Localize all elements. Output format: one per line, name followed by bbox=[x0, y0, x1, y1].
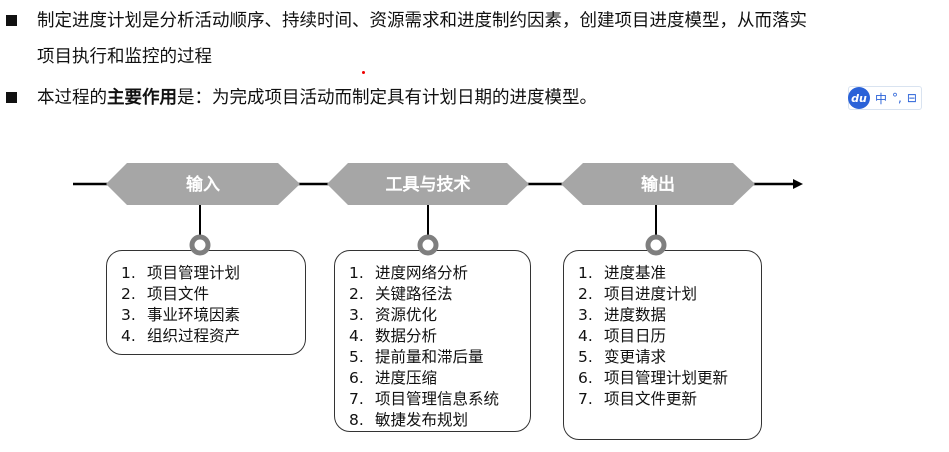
item-number: 3. bbox=[349, 306, 364, 324]
list-item: 5. 变更请求 bbox=[578, 347, 751, 368]
item-number: 6. bbox=[578, 369, 593, 387]
item-text: 项目管理计划 bbox=[147, 264, 241, 282]
stage-label-tools: 工具与技术 bbox=[386, 174, 471, 195]
red-dot-mark bbox=[362, 71, 365, 74]
bullet-text-line2: 项目执行和监控的过程 bbox=[37, 47, 212, 67]
item-text: 进度压缩 bbox=[375, 369, 438, 387]
flow-arrow-icon bbox=[793, 179, 803, 189]
item-text: 项目管理信息系统 bbox=[375, 390, 500, 408]
list-item: 4. 项目日历 bbox=[578, 326, 751, 347]
item-text: 组织过程资产 bbox=[147, 327, 241, 345]
purpose-bold: 主要作用 bbox=[107, 88, 177, 108]
item-number: 2. bbox=[121, 285, 136, 303]
tools-box: 1. 进度网络分析 2. 关键路径法 3. 资源优化 4. 数据分析 5. 提前量和滞后量 6. 进度… bbox=[334, 250, 531, 432]
list-item: 8. 敏捷发布规划 bbox=[349, 410, 520, 431]
input-box: 1. 项目管理计划 2. 项目文件 3. 事业环境因素 4. 组织过程资产 bbox=[106, 250, 306, 355]
list-item: 1. 进度基准 bbox=[578, 263, 751, 284]
list-item: 1. 项目管理计划 bbox=[121, 263, 295, 284]
tools-list: 1. 进度网络分析 2. 关键路径法 3. 资源优化 4. 数据分析 5. 提前量和滞后量 6. 进度… bbox=[349, 263, 520, 431]
ime-toolbar[interactable]: du 中 °, ⊟ bbox=[848, 86, 922, 110]
list-item: 3. 事业环境因素 bbox=[121, 305, 295, 326]
item-number: 2. bbox=[349, 285, 364, 303]
item-text: 进度网络分析 bbox=[375, 264, 469, 282]
bullet-square-icon bbox=[6, 15, 17, 26]
list-item: 5. 提前量和滞后量 bbox=[349, 347, 520, 368]
list-item: 7. 项目文件更新 bbox=[578, 389, 751, 410]
bullet-text: 本过程的主要作用是：为完成项目活动而制定具有计划日期的进度模型。 bbox=[37, 80, 597, 116]
list-item: 6. 项目管理计划更新 bbox=[578, 368, 751, 389]
item-text: 数据分析 bbox=[375, 327, 438, 345]
item-number: 5. bbox=[578, 348, 593, 366]
input-list: 1. 项目管理计划 2. 项目文件 3. 事业环境因素 4. 组织过程资产 bbox=[121, 263, 295, 347]
item-number: 7. bbox=[349, 390, 364, 408]
item-text: 敏捷发布规划 bbox=[375, 411, 469, 429]
list-item: 2. 关键路径法 bbox=[349, 284, 520, 305]
hex-output bbox=[561, 163, 755, 205]
bullet-square-icon bbox=[6, 92, 17, 103]
purpose-prefix: 本过程的 bbox=[37, 88, 107, 108]
item-number: 1. bbox=[349, 264, 364, 282]
stage-label-input: 输入 bbox=[186, 174, 220, 195]
ime-keyboard-icon[interactable]: ⊟ bbox=[906, 91, 917, 105]
item-number: 1. bbox=[121, 264, 136, 282]
list-item: 2. 项目进度计划 bbox=[578, 284, 751, 305]
list-item: 2. 项目文件 bbox=[121, 284, 295, 305]
item-text: 进度基准 bbox=[604, 264, 667, 282]
item-number: 6. bbox=[349, 369, 364, 387]
list-item: 3. 进度数据 bbox=[578, 305, 751, 326]
item-text: 项目进度计划 bbox=[604, 285, 698, 303]
list-item: 7. 项目管理信息系统 bbox=[349, 389, 520, 410]
item-number: 2. bbox=[578, 285, 593, 303]
stage-label-output: 输出 bbox=[641, 174, 675, 195]
item-number: 8. bbox=[349, 411, 364, 429]
item-number: 5. bbox=[349, 348, 364, 366]
item-text: 项目管理计划更新 bbox=[604, 369, 729, 387]
ime-punctuation-mode[interactable]: °, bbox=[892, 91, 902, 105]
item-number: 4. bbox=[578, 327, 593, 345]
item-number: 7. bbox=[578, 390, 593, 408]
item-text: 变更请求 bbox=[604, 348, 667, 366]
item-text: 进度数据 bbox=[604, 306, 667, 324]
item-text: 项目日历 bbox=[604, 327, 667, 345]
item-text: 项目文件更新 bbox=[604, 390, 698, 408]
item-number: 3. bbox=[578, 306, 593, 324]
item-number: 4. bbox=[121, 327, 136, 345]
purpose-suffix: 是：为完成项目活动而制定具有计划日期的进度模型。 bbox=[177, 88, 597, 108]
list-item: 4. 数据分析 bbox=[349, 326, 520, 347]
output-box: 1. 进度基准 2. 项目进度计划 3. 进度数据 4. 项目日历 5. 变更请求 6. 项目管理计划… bbox=[563, 250, 762, 440]
item-text: 提前量和滞后量 bbox=[375, 348, 484, 366]
list-item: 4. 组织过程资产 bbox=[121, 326, 295, 347]
item-text: 项目文件 bbox=[147, 285, 210, 303]
list-item: 1. 进度网络分析 bbox=[349, 263, 520, 284]
item-number: 4. bbox=[349, 327, 364, 345]
item-text: 事业环境因素 bbox=[147, 306, 241, 324]
item-text: 资源优化 bbox=[375, 306, 438, 324]
item-number: 1. bbox=[578, 264, 593, 282]
hex-tools bbox=[327, 163, 529, 205]
baidu-ime-logo-icon[interactable]: du bbox=[848, 87, 870, 109]
output-list: 1. 进度基准 2. 项目进度计划 3. 进度数据 4. 项目日历 5. 变更请求 6. 项目管理计划… bbox=[578, 263, 751, 410]
list-item: 3. 资源优化 bbox=[349, 305, 520, 326]
list-item: 6. 进度压缩 bbox=[349, 368, 520, 389]
hex-input bbox=[106, 163, 300, 205]
item-text: 关键路径法 bbox=[375, 285, 453, 303]
bullet-text-line1: 制定进度计划是分析活动顺序、持续时间、资源需求和进度制约因素，创建项目进度模型，… bbox=[37, 11, 807, 31]
item-number: 3. bbox=[121, 306, 136, 324]
ime-chinese-mode[interactable]: 中 bbox=[875, 91, 888, 106]
